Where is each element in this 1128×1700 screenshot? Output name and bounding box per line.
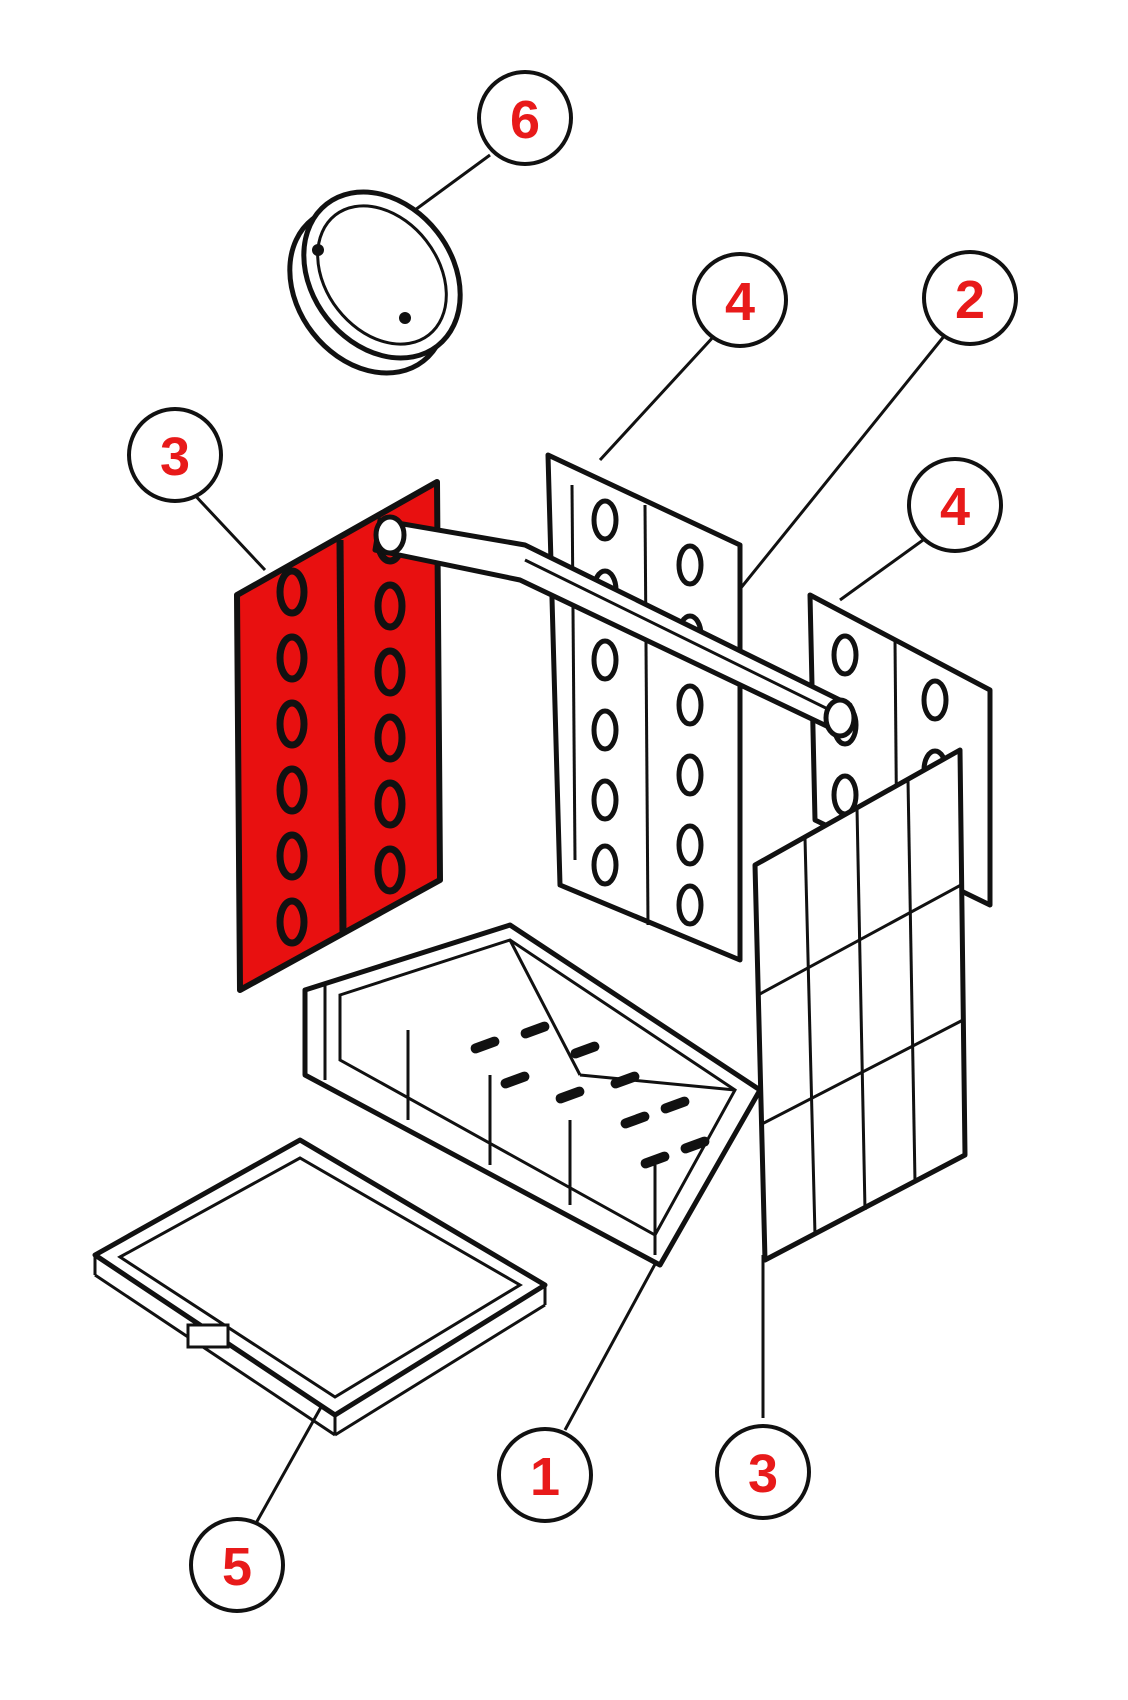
callout-circle bbox=[922, 250, 1018, 346]
flue-collar-ring-icon bbox=[287, 189, 463, 376]
leader-5 bbox=[253, 1399, 327, 1526]
panel-hole bbox=[374, 845, 406, 895]
leader-3-left bbox=[188, 488, 267, 572]
callout-2: 2 bbox=[922, 250, 1018, 346]
panel-hole bbox=[276, 897, 308, 947]
callout-circle bbox=[692, 252, 788, 348]
leader-4-right bbox=[839, 533, 931, 602]
callout-3-right: 3 bbox=[715, 1424, 811, 1520]
panel-hole bbox=[276, 831, 308, 881]
callout-number: 4 bbox=[725, 272, 755, 332]
callout-circle bbox=[189, 1517, 285, 1613]
leader-4-back bbox=[598, 333, 717, 462]
grate-slots bbox=[470, 1021, 710, 1169]
leader-6 bbox=[414, 153, 491, 212]
grid-lines bbox=[757, 779, 964, 1236]
ash-pan-icon bbox=[92, 1137, 548, 1437]
callout-circle bbox=[127, 407, 223, 503]
callout-number: 3 bbox=[748, 1444, 778, 1504]
callout-circle bbox=[497, 1427, 593, 1523]
panel-hole bbox=[374, 581, 406, 631]
baffle-bar-icon bbox=[372, 514, 857, 739]
back-liner-panel-icon bbox=[545, 452, 743, 963]
callout-number: 5 bbox=[222, 1537, 252, 1597]
leader-lines bbox=[188, 153, 947, 1526]
callout-3-left: 3 bbox=[127, 407, 223, 503]
callout-number: 3 bbox=[160, 427, 190, 487]
leader-2 bbox=[713, 334, 947, 621]
leader-1 bbox=[563, 1254, 662, 1431]
panel-hole bbox=[374, 779, 406, 829]
callout-circle bbox=[907, 457, 1003, 553]
ash-pan-handle bbox=[186, 1323, 230, 1349]
panel-hole bbox=[374, 713, 406, 763]
callout-number: 4 bbox=[940, 477, 970, 537]
panel-hole bbox=[276, 699, 308, 749]
callout-number: 6 bbox=[510, 90, 540, 150]
callout-number: 2 bbox=[955, 270, 985, 330]
right-side-grid-panel-icon bbox=[752, 747, 968, 1263]
callout-4-back: 4 bbox=[692, 252, 788, 348]
callout-circle bbox=[715, 1424, 811, 1520]
callout-6: 6 bbox=[477, 70, 573, 166]
callout-bubbles: 6 4 2 3 4 1 3 5 bbox=[127, 70, 1018, 1613]
grate-front-bars bbox=[323, 985, 657, 1255]
panel-hole bbox=[276, 567, 308, 617]
callout-1: 1 bbox=[497, 1427, 593, 1523]
panel-hole bbox=[276, 765, 308, 815]
callout-4-right: 4 bbox=[907, 457, 1003, 553]
panel-hole bbox=[276, 633, 308, 683]
callout-number: 1 bbox=[530, 1447, 560, 1507]
panel-hole bbox=[374, 647, 406, 697]
grate-basket-icon bbox=[302, 922, 763, 1268]
callout-5: 5 bbox=[189, 1517, 285, 1613]
callout-circle bbox=[477, 70, 573, 166]
